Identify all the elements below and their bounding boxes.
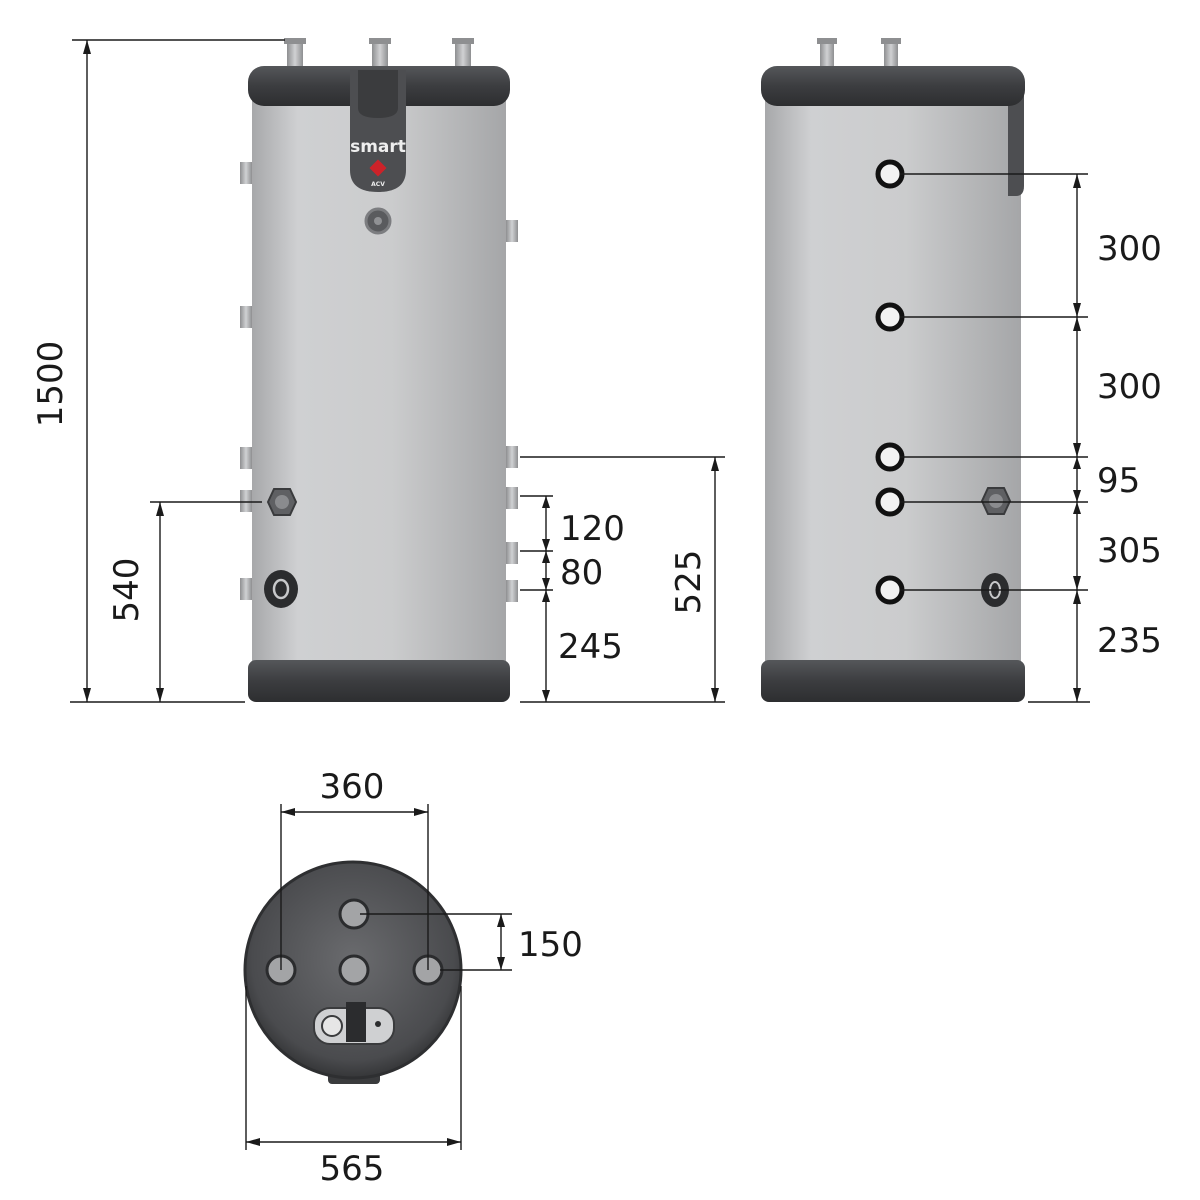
rear-top-band (761, 66, 1025, 106)
dim-total-height: 1500 (31, 341, 71, 428)
dim-side-245: 245 (558, 627, 623, 667)
dim-rear-235: 235 (1097, 621, 1162, 661)
top-connections (265, 898, 444, 986)
dim-side-overall: 525 (669, 550, 709, 615)
dimension-lines (70, 39, 1090, 1150)
inspection-port-icon (264, 570, 298, 608)
rear-panel-edge (1008, 95, 1024, 196)
dim-rear-95: 95 (1097, 461, 1140, 501)
rear-shell (765, 95, 1021, 665)
logo-icon (369, 159, 387, 177)
front-view: smart ACV (240, 38, 518, 702)
connection-ring (875, 575, 905, 605)
rear-view (761, 38, 1025, 702)
connection-ring (875, 487, 905, 517)
connection-ring (875, 302, 905, 332)
front-left-fittings (240, 162, 252, 600)
dim-rear-300-a: 300 (1097, 229, 1162, 269)
dim-top-150: 150 (518, 925, 583, 965)
rear-connections (875, 159, 905, 605)
rear-pipe-1 (820, 38, 834, 70)
front-bottom-band (248, 660, 510, 702)
top-view (243, 860, 463, 1084)
product-name: smart (350, 137, 406, 157)
front-pipe-2 (372, 38, 388, 72)
dimension-arrows (83, 40, 1081, 1146)
rear-bottom-band (761, 660, 1025, 702)
dim-connection-height: 540 (107, 558, 147, 623)
front-pipe-1 (287, 38, 303, 72)
dim-rear-300-b: 300 (1097, 367, 1162, 407)
dim-top-565: 565 (320, 1149, 385, 1189)
connection-ring (875, 442, 905, 472)
dim-side-120: 120 (560, 509, 625, 549)
front-right-fittings (506, 220, 518, 602)
rear-pipe-2 (884, 38, 898, 70)
dim-top-360: 360 (320, 767, 385, 807)
front-pipe-3 (455, 38, 471, 72)
dim-rear-305: 305 (1097, 531, 1162, 571)
logo-text: ACV (371, 181, 385, 188)
dimension-labels: 1500 540 120 80 245 525 300 300 95 305 2… (31, 229, 1162, 1189)
connection-ring (875, 159, 905, 189)
dim-side-80: 80 (560, 553, 603, 593)
